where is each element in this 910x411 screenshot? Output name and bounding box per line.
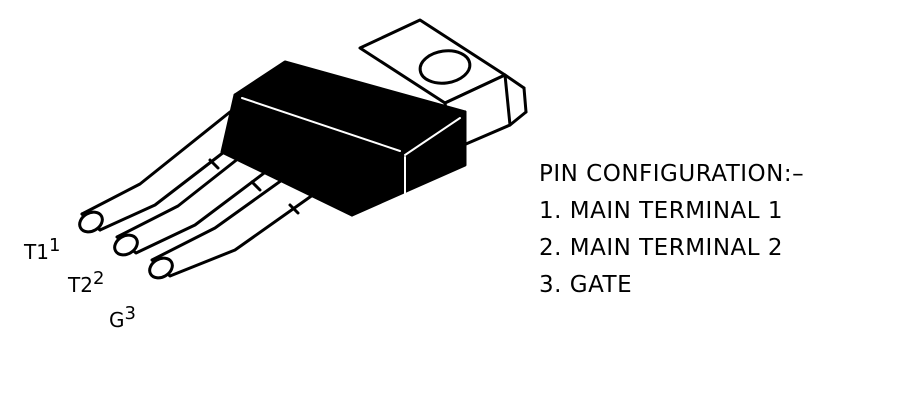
pin-label-g-number: 3 bbox=[124, 303, 136, 324]
pin-label-t1-name: T1 bbox=[24, 240, 49, 264]
pin-label-t1-number: 1 bbox=[48, 235, 61, 256]
pin-label-g-name: G bbox=[109, 308, 125, 332]
pin-configuration-item-3: 3. GATE bbox=[539, 272, 633, 298]
mounting-hole bbox=[418, 49, 472, 85]
pin-configuration-heading: PIN CONFIGURATION:– bbox=[539, 161, 805, 187]
pin-label-t2-name: T2 bbox=[68, 273, 93, 297]
pin-configuration-item-2: 2. MAIN TERMINAL 2 bbox=[539, 235, 784, 261]
pin-label-g: G3 bbox=[109, 304, 136, 332]
pin-configuration: PIN CONFIGURATION:– 1. MAIN TERMINAL 1 2… bbox=[539, 156, 804, 304]
pin-label-t2: T22 bbox=[68, 269, 104, 297]
pin-configuration-item-1: 1. MAIN TERMINAL 1 bbox=[539, 198, 784, 224]
pin-label-t1: T11 bbox=[24, 236, 60, 264]
pin-label-t2-number: 2 bbox=[92, 268, 105, 289]
plastic-body bbox=[220, 60, 467, 217]
